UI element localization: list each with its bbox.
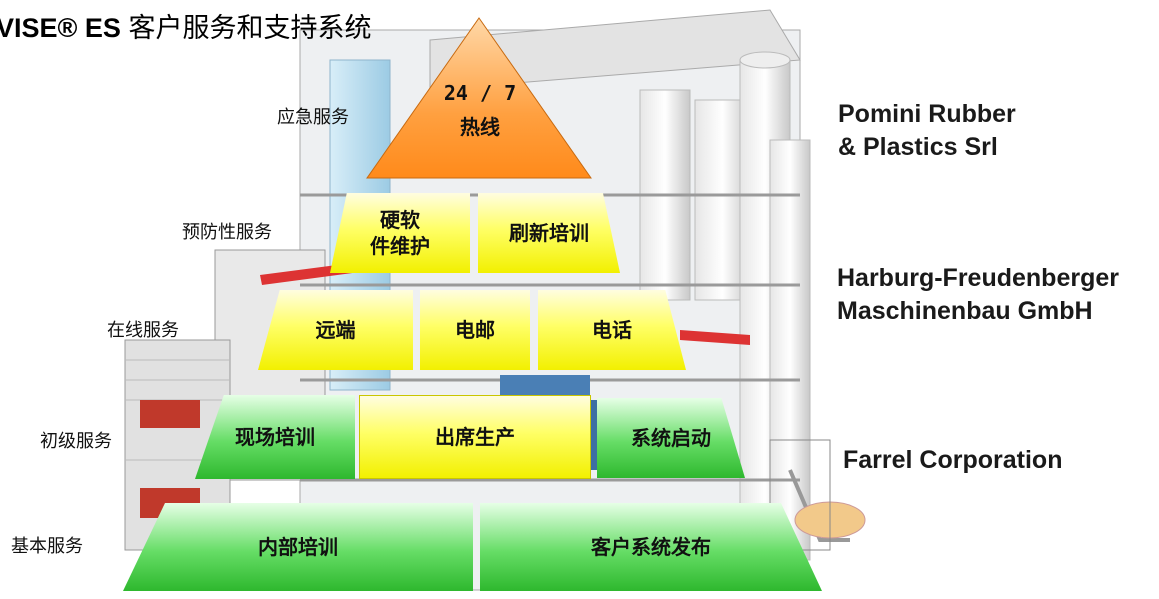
block-internal-training: 内部培训 [123, 503, 473, 591]
level-basic-label: 基本服务 [11, 536, 83, 557]
level-preventive-label: 预防性服务 [182, 222, 272, 243]
level-primary-label: 初级服务 [40, 431, 112, 452]
title-brand: VISE® ES [0, 13, 121, 43]
level-online-label: 在线服务 [107, 320, 179, 341]
title-text: 客户服务和支持系统 [120, 13, 372, 43]
block-refresh-training: 刷新培训 [478, 193, 620, 273]
block-onsite-training: 现场培训 [195, 395, 355, 479]
hotline-247: 24 / 7 [443, 81, 517, 105]
block-system-startup: 系统启动 [597, 398, 745, 478]
company-harburg: Harburg-Freudenberger Maschinenbau GmbH [837, 264, 1119, 325]
page-title: VISE® ES 客户服务和支持系统 [0, 6, 371, 45]
block-phone: 电话 [538, 290, 686, 370]
company-farrel: Farrel Corporation [843, 446, 1063, 474]
block-customer-system-release: 客户系统发布 [480, 503, 822, 591]
block-attend-production: 出席生产 [359, 395, 591, 479]
block-remote: 远端 [258, 290, 413, 370]
company-pomini: Pomini Rubber & Plastics Srl [838, 100, 1016, 161]
pyramid-top-triangle [366, 17, 592, 179]
block-hw-sw-maintenance: 硬软 件维护 [330, 193, 470, 273]
level-emergency-label: 应急服务 [277, 107, 349, 128]
hotline-label: 热线 [460, 115, 500, 139]
block-email: 电邮 [420, 290, 530, 370]
